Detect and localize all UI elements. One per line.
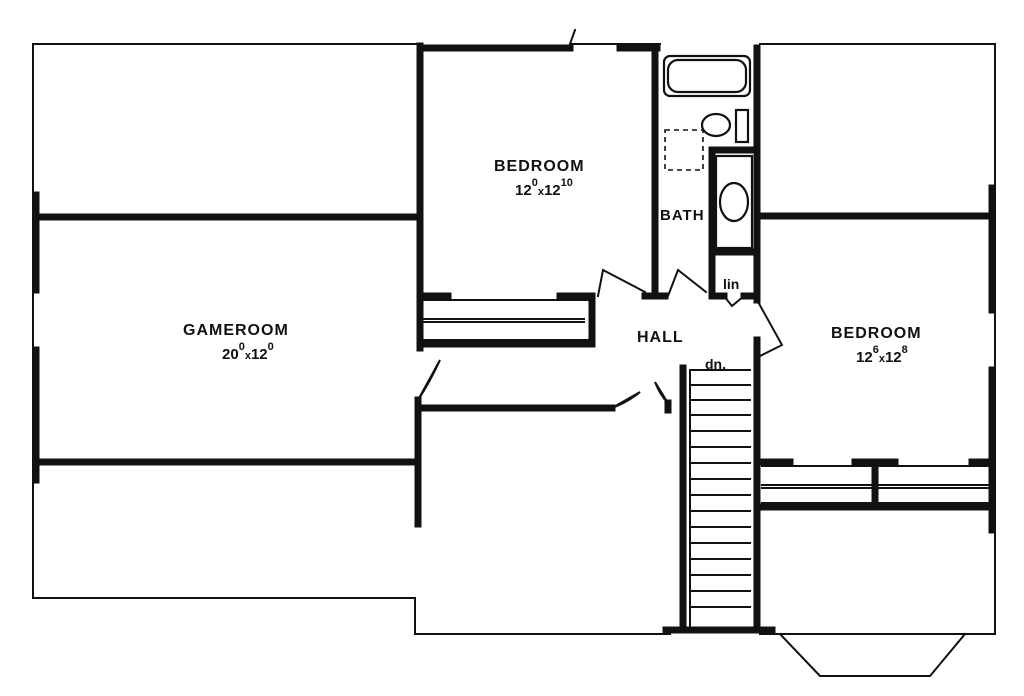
dim-sep: x [537,186,544,198]
bath-fixtures [662,54,754,250]
dim-sep: x [878,353,885,365]
room-label-hall: HALL [637,329,684,346]
room-label-bath: BATH [660,207,705,224]
dim-depth-sup: 0 [267,341,274,353]
dim-width: 20 [222,346,239,363]
door-swings [416,28,784,410]
toilet-icon [700,112,732,138]
dim-depth: 12 [250,346,268,363]
exterior-outline [32,43,996,677]
dim-depth-sup: 10 [560,177,573,189]
stair-treads [689,369,751,628]
interior-walls [32,42,996,634]
room-label-bedroom-right: BEDROOM [831,325,922,342]
dim-width-sup: 0 [238,341,245,353]
room-label-bedroom-top: BEDROOM [494,158,585,175]
dim-depth-sup: 8 [901,344,908,356]
shower-area [664,129,704,171]
room-dims-gameroom: 200x120 [222,341,274,363]
room-label-linen: lin [723,276,740,292]
stairs-down-label: dn. [705,356,726,372]
dim-width-sup: 6 [872,344,879,356]
bathtub-icon [662,54,752,98]
closet-shelves [423,299,989,504]
dim-sep: x [244,350,251,362]
room-dims-bedroom-right: 126x128 [856,344,908,366]
room-dims-bedroom-top: 120x1210 [515,177,573,199]
dim-depth: 12 [884,349,902,366]
dim-width-sup: 0 [531,177,538,189]
dim-width: 12 [856,349,873,366]
room-label-gameroom: GAMEROOM [183,322,289,339]
sink-icon [718,181,750,223]
dim-width: 12 [515,182,532,199]
dim-depth: 12 [543,182,561,199]
